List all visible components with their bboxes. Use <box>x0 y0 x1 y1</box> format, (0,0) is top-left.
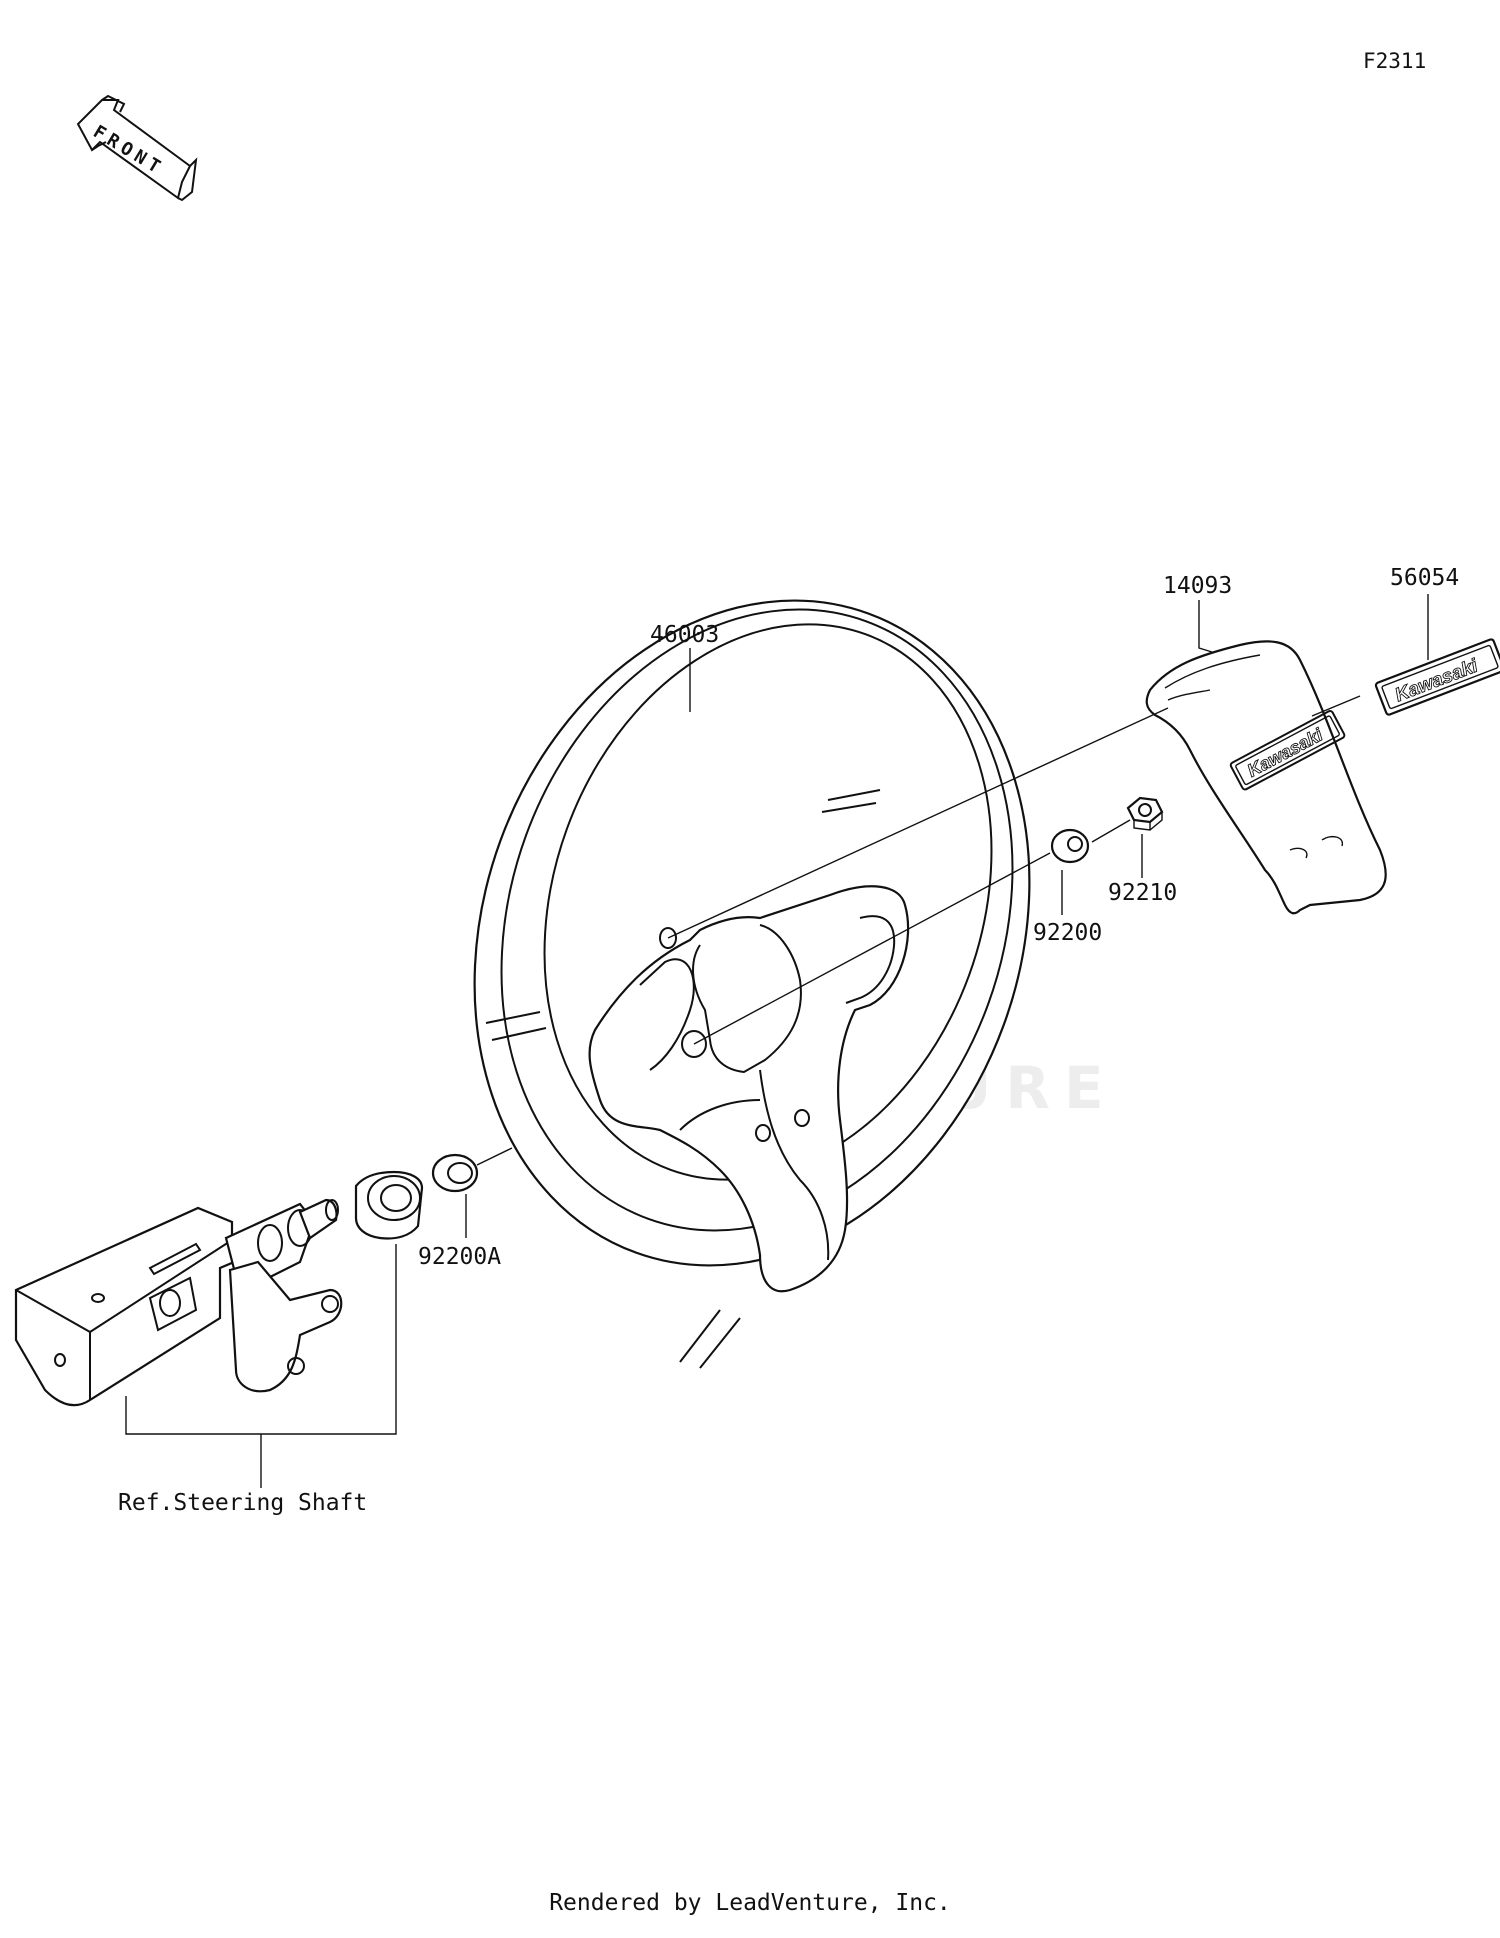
hub-hole-right <box>794 1109 810 1127</box>
front-arrow-label: FRONT <box>89 121 168 180</box>
steering-wheel-rim-inner <box>543 623 993 1181</box>
washer-92200 <box>1050 828 1090 864</box>
center-cover: Kawasaki <box>1145 640 1387 915</box>
reference-label: Ref.Steering Shaft <box>118 1490 367 1516</box>
steering-shaft <box>14 1198 343 1407</box>
front-arrow-icon: FRONT <box>76 94 198 202</box>
hub-center-hole <box>681 1030 707 1058</box>
part-label-92200A: 92200A <box>418 1244 501 1270</box>
hub-bolt-hole <box>659 927 677 949</box>
steering-wheel-hub <box>588 885 910 1293</box>
steering-wheel <box>473 599 1031 1369</box>
bearing <box>354 1170 424 1240</box>
footer-credit: Rendered by LeadVenture, Inc. <box>549 1890 951 1916</box>
hub-hole-left <box>755 1124 771 1142</box>
leader-lines <box>125 594 1429 1488</box>
part-label-56054: 56054 <box>1390 565 1459 591</box>
washer-92200A <box>431 1153 479 1193</box>
part-label-92200: 92200 <box>1033 920 1102 946</box>
part-label-92210: 92210 <box>1108 880 1177 906</box>
steering-wheel-rim-mid <box>500 608 1014 1232</box>
part-label-46003: 46003 <box>650 622 719 648</box>
part-label-14093: 14093 <box>1163 573 1232 599</box>
part-labels: 46003 14093 56054 92200 92210 92200A Ref… <box>118 565 1459 1516</box>
nut-92210 <box>1126 796 1164 831</box>
emblem: Kawasaki <box>1374 638 1500 716</box>
figure-code: F2311 <box>1363 49 1426 73</box>
